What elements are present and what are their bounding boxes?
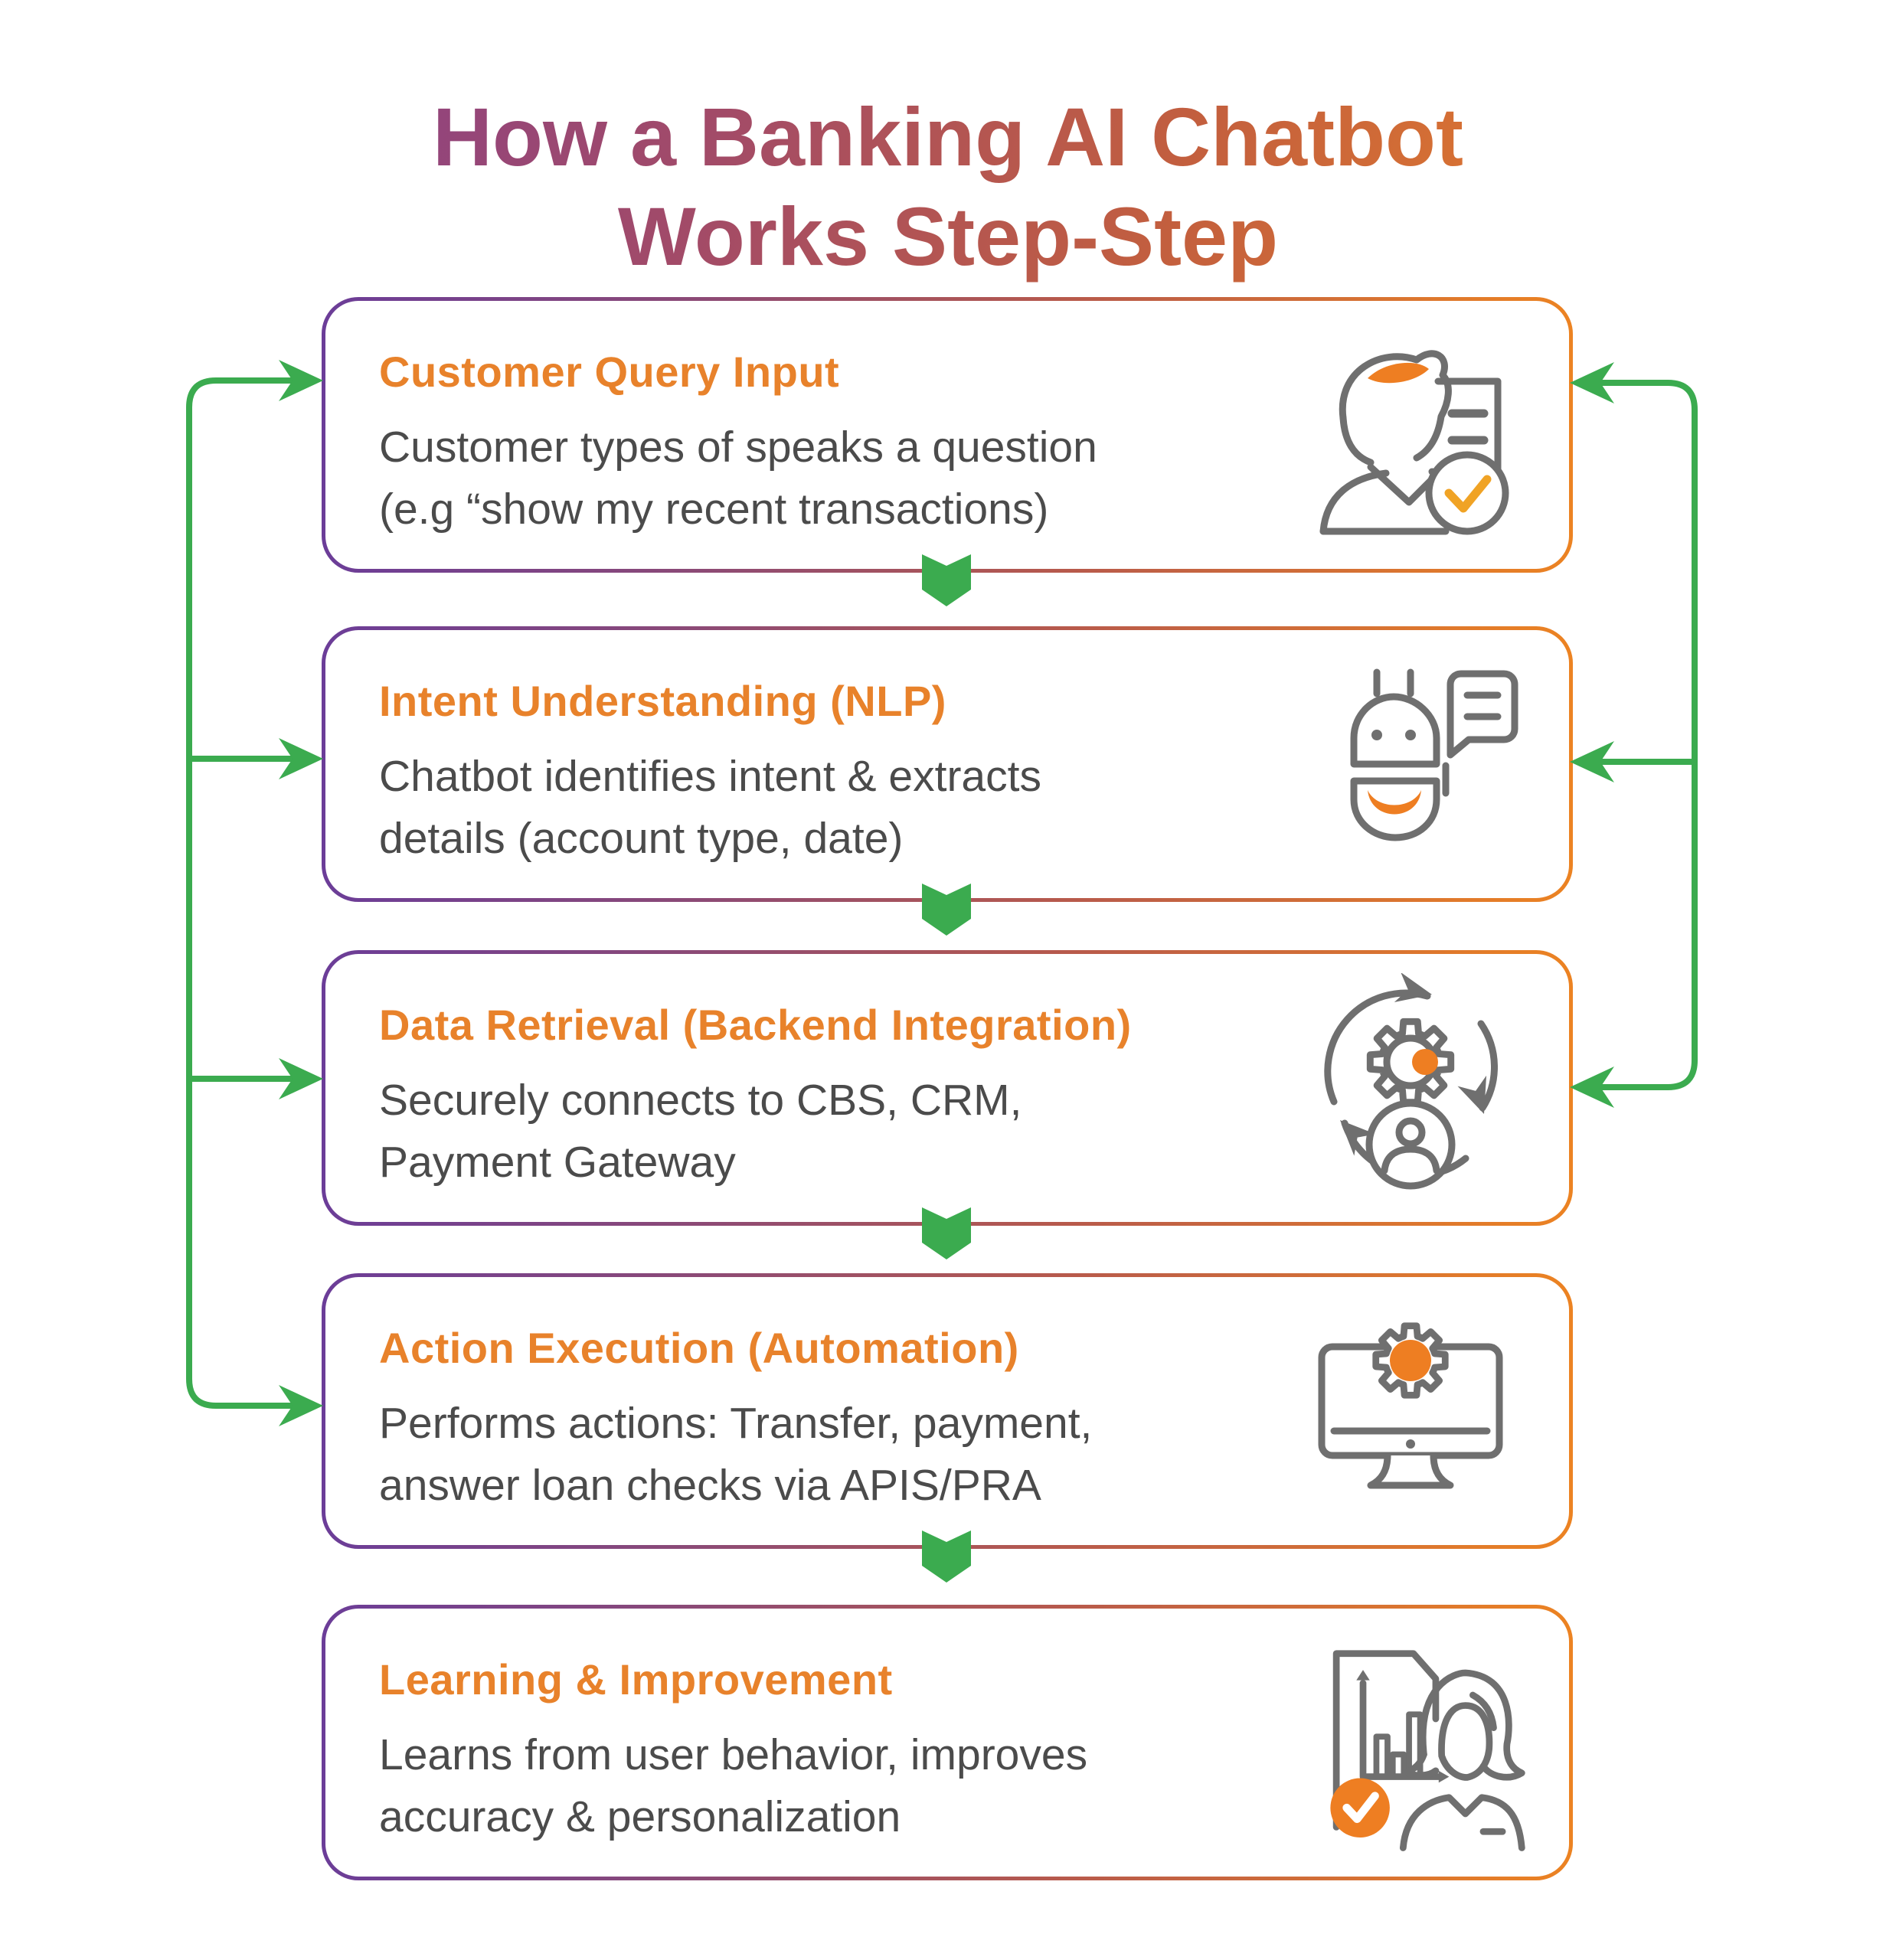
arrowhead-right-icon	[279, 738, 323, 779]
step-heading: Intent Understanding (NLP)	[379, 677, 946, 725]
page-title-line1: How a Banking AI Chatbot	[433, 90, 1463, 184]
left-feedback-rail	[186, 377, 315, 1409]
step-body: Chatbot identifies intent & extracts det…	[379, 746, 1515, 870]
step-body: Performs actions: Transfer, payment, ans…	[379, 1393, 1515, 1517]
step-heading: Learning & Improvement	[379, 1655, 893, 1704]
step-card-inner: Action Execution (Automation) Performs a…	[325, 1277, 1569, 1545]
step-card-inner: Data Retrieval (Backend Integration) Sec…	[325, 954, 1569, 1222]
step-card-inner: Intent Understanding (NLP) Chatbot ident…	[325, 630, 1569, 898]
gear-sync-user-icon	[1292, 973, 1529, 1203]
step-card-customer-query-input: Customer Query Input Customer types of s…	[322, 297, 1573, 573]
arrowhead-left-icon	[1570, 362, 1614, 403]
step-body: Learns from user behavior, improves accu…	[379, 1724, 1515, 1848]
arrowhead-right-icon	[279, 360, 323, 401]
step-body-line: Learns from user behavior, improves	[379, 1730, 1088, 1779]
step-body-line: Securely connects to CBS, CRM,	[379, 1076, 1022, 1125]
step-body-line: details (account type, date)	[379, 813, 904, 863]
arrowhead-left-icon	[1570, 1067, 1614, 1108]
page-title: How a Banking AI Chatbot Works Step-Step	[0, 87, 1896, 286]
step-card-data-retrieval: Data Retrieval (Backend Integration) Sec…	[322, 950, 1573, 1226]
person-document-check-icon	[1292, 320, 1529, 550]
arrowhead-left-icon	[1570, 741, 1614, 782]
right-feedback-rail	[1579, 380, 1698, 1090]
step-card-inner: Customer Query Input Customer types of s…	[325, 301, 1569, 569]
step-heading: Customer Query Input	[379, 348, 840, 396]
step-card-learning-improvement: Learning & Improvement Learns from user …	[322, 1605, 1573, 1880]
step-body-line: Customer types of speaks a question	[379, 423, 1097, 472]
step-card-inner: Learning & Improvement Learns from user …	[325, 1609, 1569, 1877]
step-card-intent-understanding: Intent Understanding (NLP) Chatbot ident…	[322, 626, 1573, 902]
chart-person-check-icon	[1292, 1628, 1529, 1857]
arrowhead-right-icon	[279, 1058, 323, 1099]
step-body-line: Performs actions: Transfer, payment,	[379, 1399, 1093, 1448]
step-heading: Action Execution (Automation)	[379, 1324, 1019, 1372]
arrowhead-right-icon	[279, 1385, 323, 1426]
step-body-line: accuracy & personalization	[379, 1792, 901, 1841]
robot-chat-bubble-icon	[1292, 649, 1529, 879]
step-body-line: (e.g “show my recent transactions)	[379, 484, 1049, 534]
step-body-line: Chatbot identifies intent & extracts	[379, 752, 1041, 801]
monitor-gear-icon	[1292, 1296, 1529, 1526]
step-body-line: Payment Gateway	[379, 1137, 736, 1187]
step-body: Securely connects to CBS, CRM, Payment G…	[379, 1070, 1515, 1194]
step-card-action-execution: Action Execution (Automation) Performs a…	[322, 1273, 1573, 1549]
step-body: Customer types of speaks a question (e.g…	[379, 416, 1515, 541]
page-title-line2: Works Step-Step	[617, 189, 1279, 283]
step-heading: Data Retrieval (Backend Integration)	[379, 1001, 1132, 1049]
step-body-line: answer loan checks via APIS/PRA	[379, 1460, 1041, 1510]
